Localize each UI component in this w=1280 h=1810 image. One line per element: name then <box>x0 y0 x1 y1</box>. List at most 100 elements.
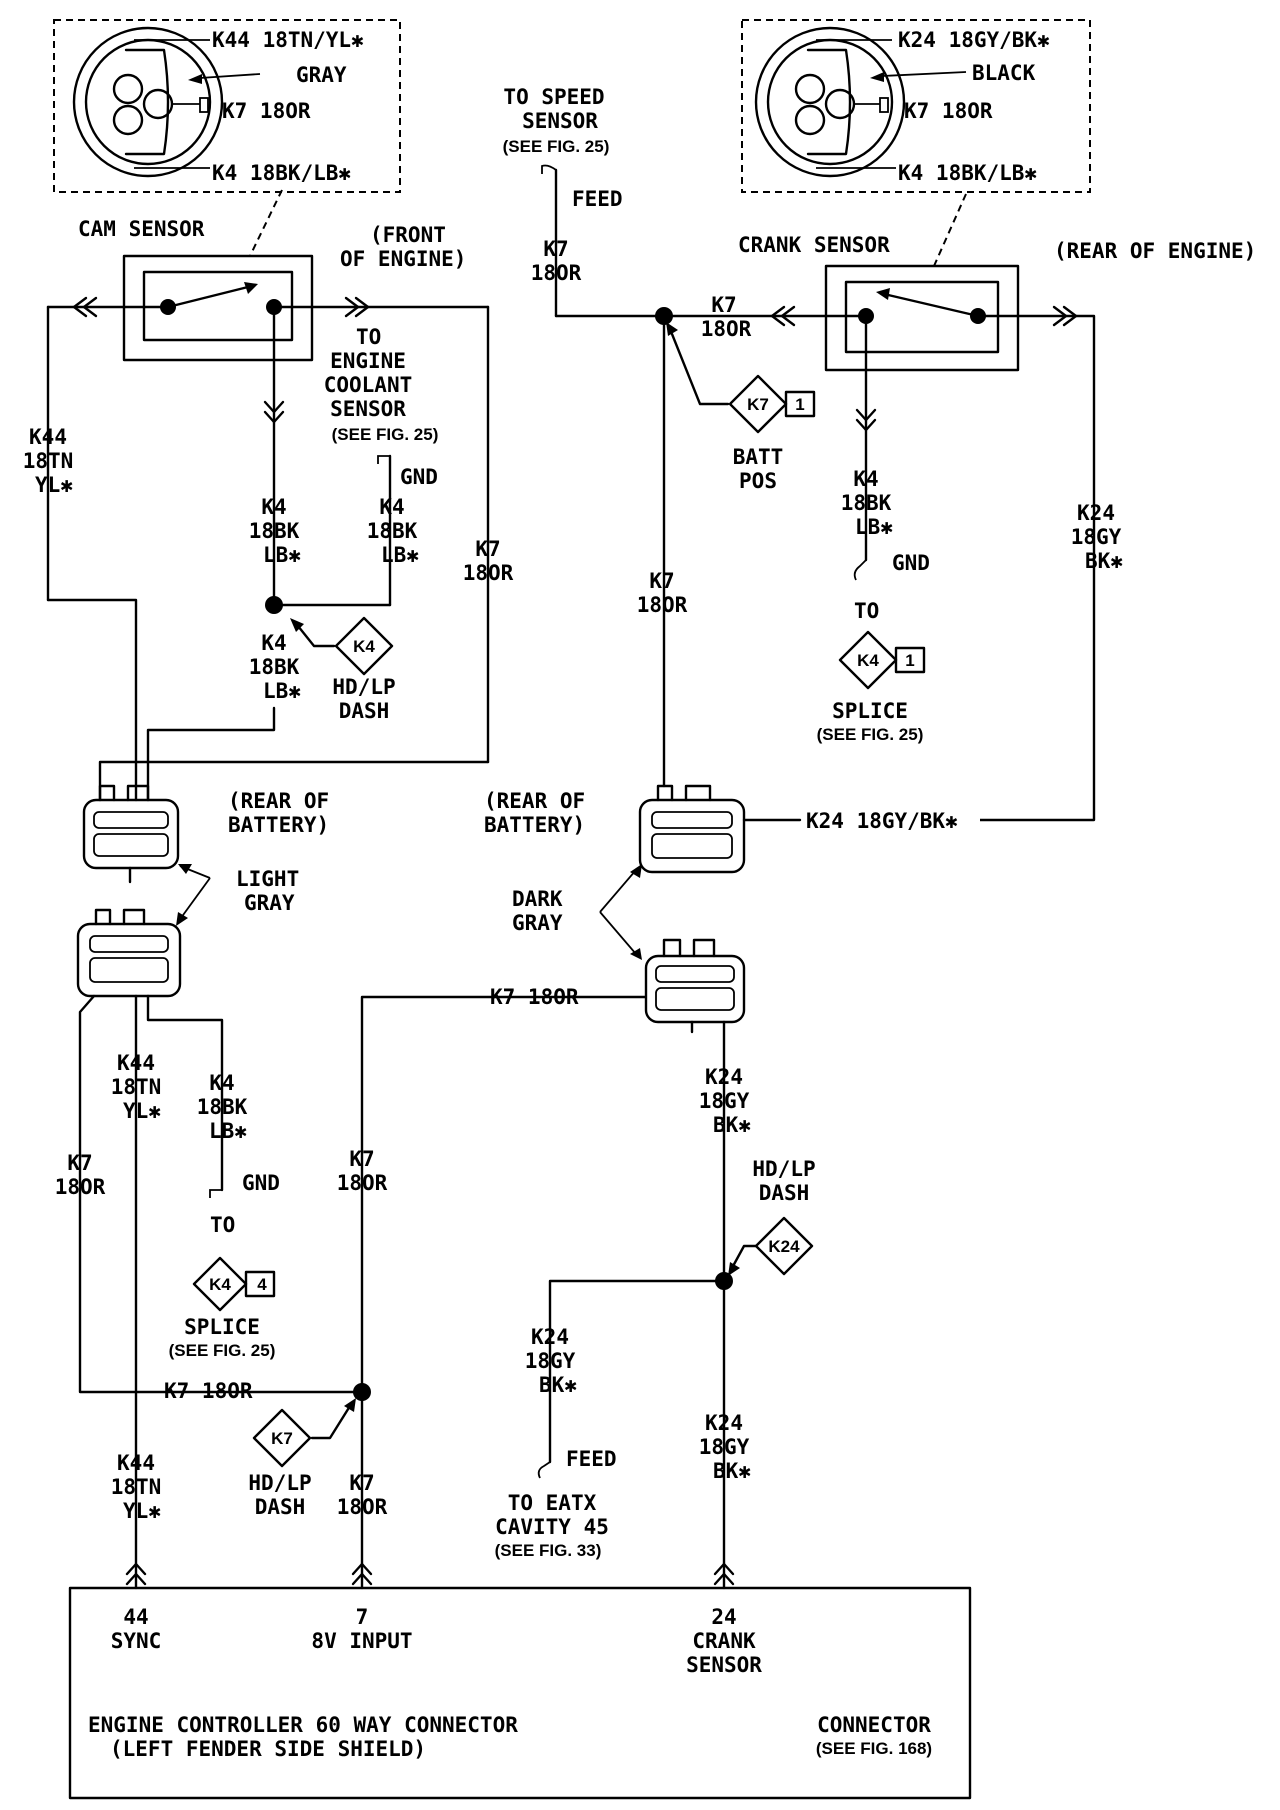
cam-color-label: GRAY <box>296 63 347 87</box>
k24-lower-c-2: 18GY <box>699 1435 750 1459</box>
crank-k24-conn-mark <box>1052 305 1078 327</box>
pin7-num: 7 <box>356 1605 369 1629</box>
pin24-name-2: SENSOR <box>686 1653 762 1677</box>
pin7-name: 8V INPUT <box>311 1629 412 1653</box>
k4-a-1: K4 <box>261 495 286 519</box>
cam-sensor-detail: K44 18TN/YL✱ GRAY K7 18OR K4 18BK/LB✱ <box>53 19 401 193</box>
dark-gray-leader-a <box>599 869 637 913</box>
k4-splice-node <box>265 596 283 614</box>
k4-right-num: 1 <box>905 651 914 670</box>
k7-hdlp-diamond <box>252 1408 312 1468</box>
right-connector-pair: (REAR OF BATTERY) DARK GRAY <box>484 784 746 1034</box>
pin7-conn-mark <box>351 1562 373 1586</box>
k24-lower-c-1: K24 <box>705 1411 743 1435</box>
k7-left-1: K7 <box>475 537 500 561</box>
left-conn-b-row2 <box>89 957 169 983</box>
right-conn-b-row1 <box>655 965 735 983</box>
cam-sensor: CAM SENSOR (FRONT OF ENGINE) <box>78 189 466 362</box>
k24-hdlp-leader <box>730 1244 758 1270</box>
light-gray-arrow-a <box>178 864 192 874</box>
splice-lower-label: SPLICE <box>184 1315 260 1339</box>
to-right-label: TO <box>854 599 879 623</box>
cam-pin-k44-label: K44 18TN/YL✱ <box>212 28 364 52</box>
k7-speed-2: 18OR <box>531 261 582 285</box>
cam-pin-c <box>112 104 144 136</box>
light-gray-1: LIGHT <box>236 867 299 891</box>
pin24-conn-mark <box>713 1562 735 1586</box>
crank-switch-arrow <box>876 288 890 300</box>
controller-subtitle: (LEFT FENDER SIDE SHIELD) <box>110 1737 426 1761</box>
eatx-feed-mark <box>537 1461 551 1479</box>
cam-pin-k4-label: K4 18BK/LB✱ <box>212 161 351 185</box>
k7-mid-h-label: K7 18OR <box>490 985 579 1009</box>
pin24-name-1: CRANK <box>692 1629 756 1653</box>
light-gray-leader-b <box>177 877 211 923</box>
left-rear-battery-2: BATTERY) <box>228 813 329 837</box>
crank-plug-key <box>806 48 852 156</box>
right-conn-a-latch <box>656 784 712 802</box>
crank-sensor-label: CRANK SENSOR <box>738 233 890 257</box>
speed-sensor-1: TO SPEED <box>503 85 604 109</box>
k44-bottom-2: 18TN <box>111 1475 162 1499</box>
crank-pin-c <box>794 104 826 136</box>
gnd-left-mark <box>377 455 390 464</box>
speed-sensor-fig: (SEE FIG. 25) <box>503 137 610 156</box>
controller-title: ENGINE CONTROLLER 60 WAY CONNECTOR <box>88 1713 518 1737</box>
k24-hdlp-id: K24 <box>768 1237 800 1256</box>
k7-hdlp-1: HD/LP <box>248 1471 311 1495</box>
k7-batt-num: 1 <box>795 395 804 414</box>
k4-lower-wire <box>146 994 224 1192</box>
k7-lower-left-wire <box>78 994 364 1394</box>
k7-hdlp-arrow <box>344 1398 356 1412</box>
cam-switch-arm <box>166 284 254 309</box>
dark-gray-2: GRAY <box>512 911 563 935</box>
cam-location-1: (FRONT <box>370 223 446 247</box>
k24-lower-c-3: BK✱ <box>713 1459 751 1483</box>
crank-sensor: CRANK SENSOR (REAR OF ENGINE) <box>738 193 1256 372</box>
speed-sensor-2: SENSOR <box>522 109 598 133</box>
cam-leader-gray <box>199 73 261 79</box>
k7-batt-id: K7 <box>747 395 769 414</box>
k4-hdlp-arrow <box>290 618 304 632</box>
pin44-name: SYNC <box>111 1629 162 1653</box>
k7-mid-v2-1: K7 <box>349 1471 374 1495</box>
k7-right-v-2: 18OR <box>637 593 688 617</box>
to-coolant-4: SENSOR <box>330 397 406 421</box>
k4-c-2: 18BK <box>249 655 300 679</box>
cam-plug-key <box>124 48 170 156</box>
right-rear-battery-2: BATTERY) <box>484 813 585 837</box>
crank-arrow-black <box>870 72 884 82</box>
k7-lower-left-2: 18OR <box>55 1175 106 1199</box>
to-coolant-fig: (SEE FIG. 25) <box>332 425 439 444</box>
cam-detail-box <box>53 19 401 193</box>
k24-lower-a-1: K24 <box>705 1065 743 1089</box>
crank-detail-pointer <box>933 193 967 267</box>
splice-right-fig: (SEE FIG. 25) <box>817 725 924 744</box>
controller-connector-label: CONNECTOR <box>817 1713 931 1737</box>
k7-lower-left-1: K7 <box>67 1151 92 1175</box>
right-conn-a-row1 <box>651 811 733 829</box>
crank-switch-arm <box>882 292 980 318</box>
dark-gray-arrow-a <box>630 864 642 878</box>
k44-lower-1: K44 <box>117 1051 155 1075</box>
crank-pin-a <box>794 73 826 105</box>
dark-gray-1: DARK <box>512 887 563 911</box>
eatx-1: TO EATX <box>508 1491 597 1515</box>
eatx-feed-label: FEED <box>566 1447 617 1471</box>
k7-right-v-1: K7 <box>649 569 674 593</box>
crank-detail-box <box>741 19 1091 193</box>
left-wiring: TO ENGINE COOLANT SENSOR (SEE FIG. 25) K… <box>23 296 514 802</box>
k24-right-2: 18GY <box>1071 525 1122 549</box>
k24-eatx-wire <box>548 1279 726 1464</box>
crank-pin-k4-label: K4 18BK/LB✱ <box>898 161 1037 185</box>
k4-b-2: 18BK <box>367 519 418 543</box>
eatx-2: CAVITY 45 <box>495 1515 609 1539</box>
k7-hdlp-id: K7 <box>271 1429 293 1448</box>
crank-pin-k7-label: K7 18OR <box>904 99 993 123</box>
k24-right-1: K24 <box>1077 501 1115 525</box>
cam-plug-outer <box>72 26 224 178</box>
left-connector-b <box>76 922 182 998</box>
k4-b-1: K4 <box>379 495 404 519</box>
k4-c-3: LB✱ <box>263 679 301 703</box>
controller-connector-fig: (SEE FIG. 168) <box>816 1739 932 1758</box>
